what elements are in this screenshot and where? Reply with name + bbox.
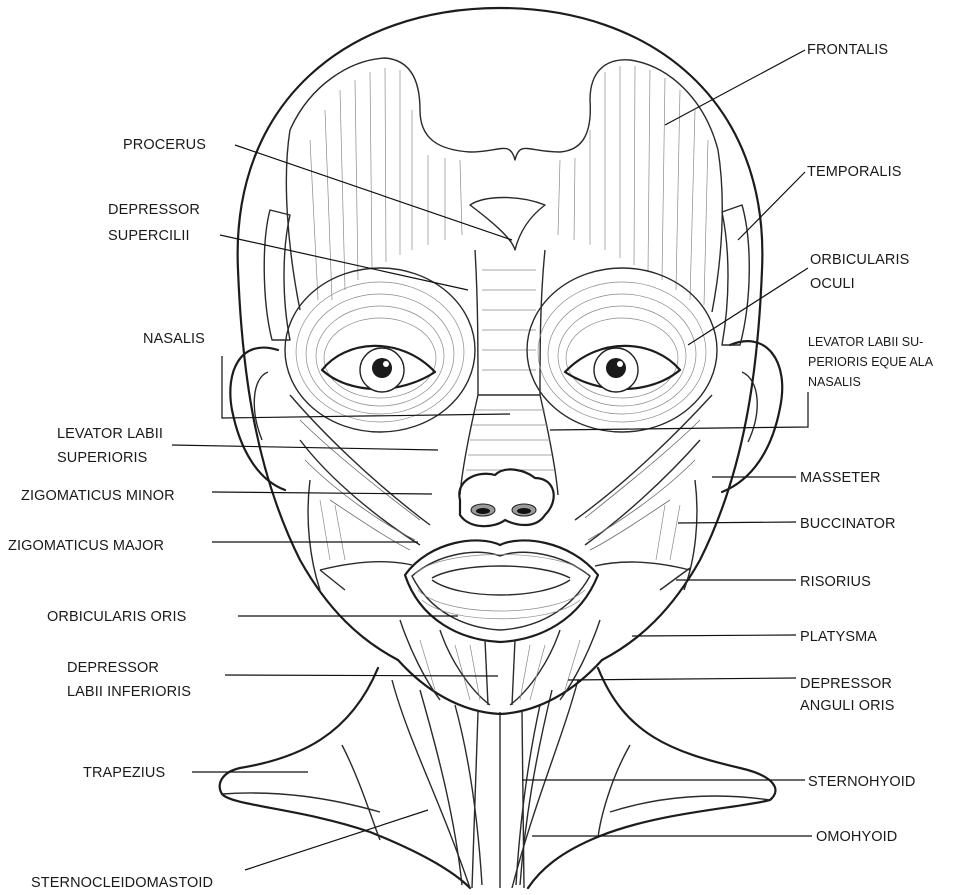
label-trapezius: TRAPEZIUS bbox=[83, 765, 165, 781]
label-levator-labii-sup-1: LEVATOR LABII bbox=[57, 426, 163, 442]
label-levator-labii-sup-2: SUPERIORIS bbox=[57, 450, 147, 466]
label-zigomaticus-major: ZIGOMATICUS MAJOR bbox=[8, 538, 164, 554]
label-orbicularis-oculi-1: ORBICULARIS bbox=[810, 252, 909, 268]
trapezius-shape bbox=[220, 668, 776, 888]
label-frontalis: FRONTALIS bbox=[807, 42, 888, 58]
labels: FRONTALIS PROCERUS TEMPORALIS DEPRESSOR … bbox=[8, 42, 934, 891]
left-ear bbox=[230, 348, 285, 490]
nose-muscles bbox=[459, 250, 558, 526]
leader-lines bbox=[172, 50, 812, 870]
leader-frontalis bbox=[665, 50, 805, 125]
label-orbicularis-oris: ORBICULARIS ORIS bbox=[47, 609, 186, 625]
label-temporalis: TEMPORALIS bbox=[807, 164, 901, 180]
right-eye-region bbox=[527, 268, 717, 432]
label-levator-alaeque-2: PERIORIS EQUE ALA bbox=[808, 355, 934, 369]
label-nasalis: NASALIS bbox=[143, 331, 205, 347]
leader-sternocleidomastoid bbox=[245, 810, 428, 870]
leader-temporalis bbox=[738, 172, 805, 240]
temporalis-right bbox=[722, 205, 749, 345]
leader-zigomaticus-minor bbox=[212, 492, 432, 494]
label-platysma: PLATYSMA bbox=[800, 629, 877, 645]
neck-muscles bbox=[342, 680, 630, 888]
mouth-shape bbox=[405, 540, 598, 642]
label-sternocleidomastoid: STERNOCLEIDOMASTOID bbox=[31, 875, 213, 891]
cheek-muscles bbox=[290, 395, 712, 590]
left-eye-region bbox=[285, 268, 475, 432]
label-zigomaticus-minor: ZIGOMATICUS MINOR bbox=[21, 488, 175, 504]
leader-buccinator bbox=[678, 522, 796, 523]
label-levator-alaeque-3: NASALIS bbox=[808, 375, 861, 389]
label-depressor-labii-inf-1: DEPRESSOR bbox=[67, 660, 159, 676]
leader-levator-alaeque bbox=[550, 392, 808, 430]
leader-depressor-labii-inf bbox=[225, 675, 498, 676]
label-depressor-labii-inf-2: LABII INFERIORIS bbox=[67, 684, 191, 700]
label-depressor-anguli-1: DEPRESSOR bbox=[800, 676, 892, 692]
label-risorius: RISORIUS bbox=[800, 574, 871, 590]
label-orbicularis-oculi-2: OCULI bbox=[810, 276, 855, 292]
label-depressor-supercilii-2: SUPERCILII bbox=[108, 228, 190, 244]
label-levator-alaeque-1: LEVATOR LABII SU- bbox=[808, 335, 923, 349]
leader-procerus bbox=[235, 145, 512, 240]
label-procerus: PROCERUS bbox=[123, 137, 206, 153]
right-ear bbox=[722, 341, 782, 492]
label-omohyoid: OMOHYOID bbox=[816, 829, 897, 845]
temporalis-left bbox=[264, 210, 290, 340]
leader-orbicularis-oculi bbox=[688, 268, 808, 345]
label-depressor-supercilii-1: DEPRESSOR bbox=[108, 202, 200, 218]
leader-platysma bbox=[632, 635, 796, 636]
label-buccinator: BUCCINATOR bbox=[800, 516, 896, 532]
label-masseter: MASSETER bbox=[800, 470, 881, 486]
chin-muscles bbox=[400, 620, 600, 705]
label-depressor-anguli-2: ANGULI ORIS bbox=[800, 698, 895, 714]
label-sternohyoid: STERNOHYOID bbox=[808, 774, 915, 790]
